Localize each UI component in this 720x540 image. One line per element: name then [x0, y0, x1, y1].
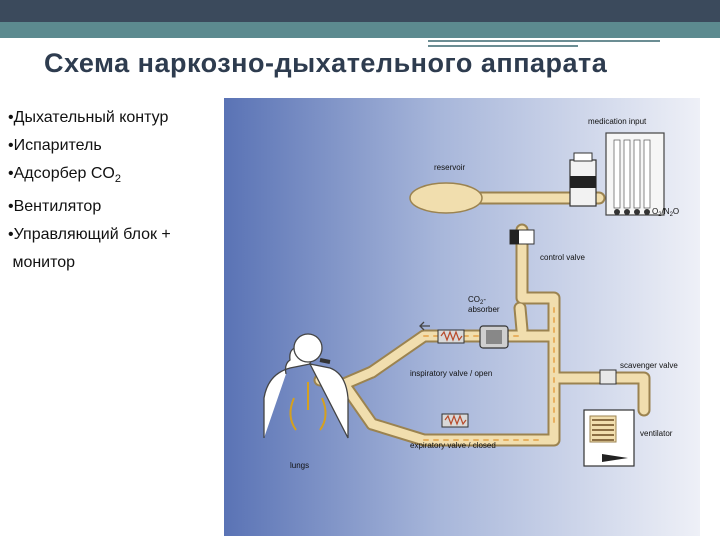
ventilator-unit — [583, 409, 635, 467]
expiratory-valve — [441, 413, 469, 428]
bullet-item: •Вентилятор — [8, 198, 102, 216]
subscript: 2 — [114, 173, 121, 186]
decorative-line — [428, 45, 578, 47]
control-valve — [509, 229, 535, 245]
label-ventilator: ventilator — [640, 429, 673, 438]
medication-input-unit — [605, 132, 665, 216]
bullet-item: •Испаритель — [8, 137, 102, 154]
bullet-text: •Адсорбер CO — [8, 165, 115, 182]
reservoir-bag — [409, 182, 483, 214]
patient-figure — [263, 333, 349, 439]
bullet-list: •Дыхательный контур •Испаритель •Адсорбе… — [8, 104, 238, 277]
bullet-item: •Дыхательный контур — [8, 109, 169, 126]
header-accent-bar — [0, 22, 720, 38]
label-control-valve: control valve — [540, 253, 585, 262]
label-co2-absorber-2: absorber — [468, 305, 500, 314]
bullet-item: •Адсорбер CO2 — [8, 160, 238, 193]
label-co2-absorber: CO2- — [468, 295, 486, 306]
bullet-item: монитор — [8, 254, 76, 272]
label-expiratory-valve: expiratory valve / closed — [410, 441, 496, 450]
header-bar — [0, 0, 720, 22]
label-medication-input: medication input — [588, 117, 647, 126]
inspiratory-valve — [437, 329, 465, 344]
label-reservoir: reservoir — [434, 163, 465, 172]
bullet-item: •Управляющий блок + — [8, 226, 171, 244]
label-inspiratory-valve: inspiratory valve / open — [410, 369, 492, 378]
anesthesia-machine-diagram: medication input reservoir O2/N2O contro… — [224, 98, 700, 536]
vaporizer — [569, 152, 597, 207]
slide-title: Схема наркозно-дыхательного аппарата — [44, 48, 608, 78]
co2-absorber — [479, 325, 509, 349]
decorative-line — [428, 40, 660, 42]
flow-arrow-icon — [419, 321, 430, 331]
scavenger-valve — [599, 369, 617, 385]
label-scavenger-valve: scavenger valve — [620, 361, 678, 370]
label-lungs: lungs — [290, 461, 309, 470]
label-o2n2o: O2/N2O — [652, 207, 679, 218]
